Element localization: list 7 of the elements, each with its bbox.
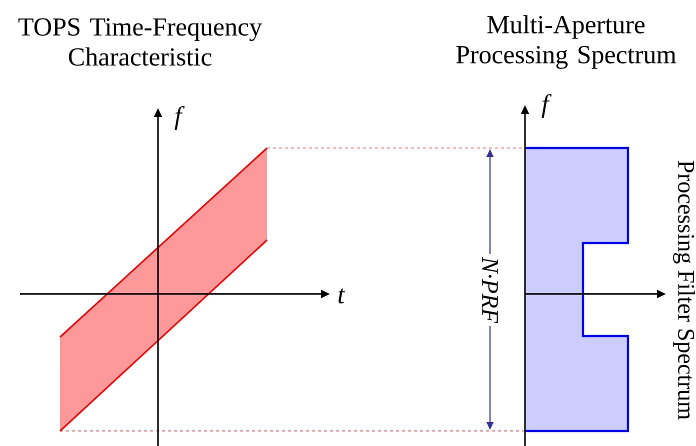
axis-label: f xyxy=(542,94,552,118)
panel-title: Multi-Aperture Processing Spectrum xyxy=(456,15,676,69)
axis-label: f xyxy=(174,106,185,130)
panel-title: TOPS Time-Frequency Characteristic xyxy=(18,18,262,66)
axis-title: Processing Filter Spectrum xyxy=(673,160,695,420)
axis-label: t xyxy=(338,288,346,304)
dimension-label: N·PRF xyxy=(479,254,501,326)
